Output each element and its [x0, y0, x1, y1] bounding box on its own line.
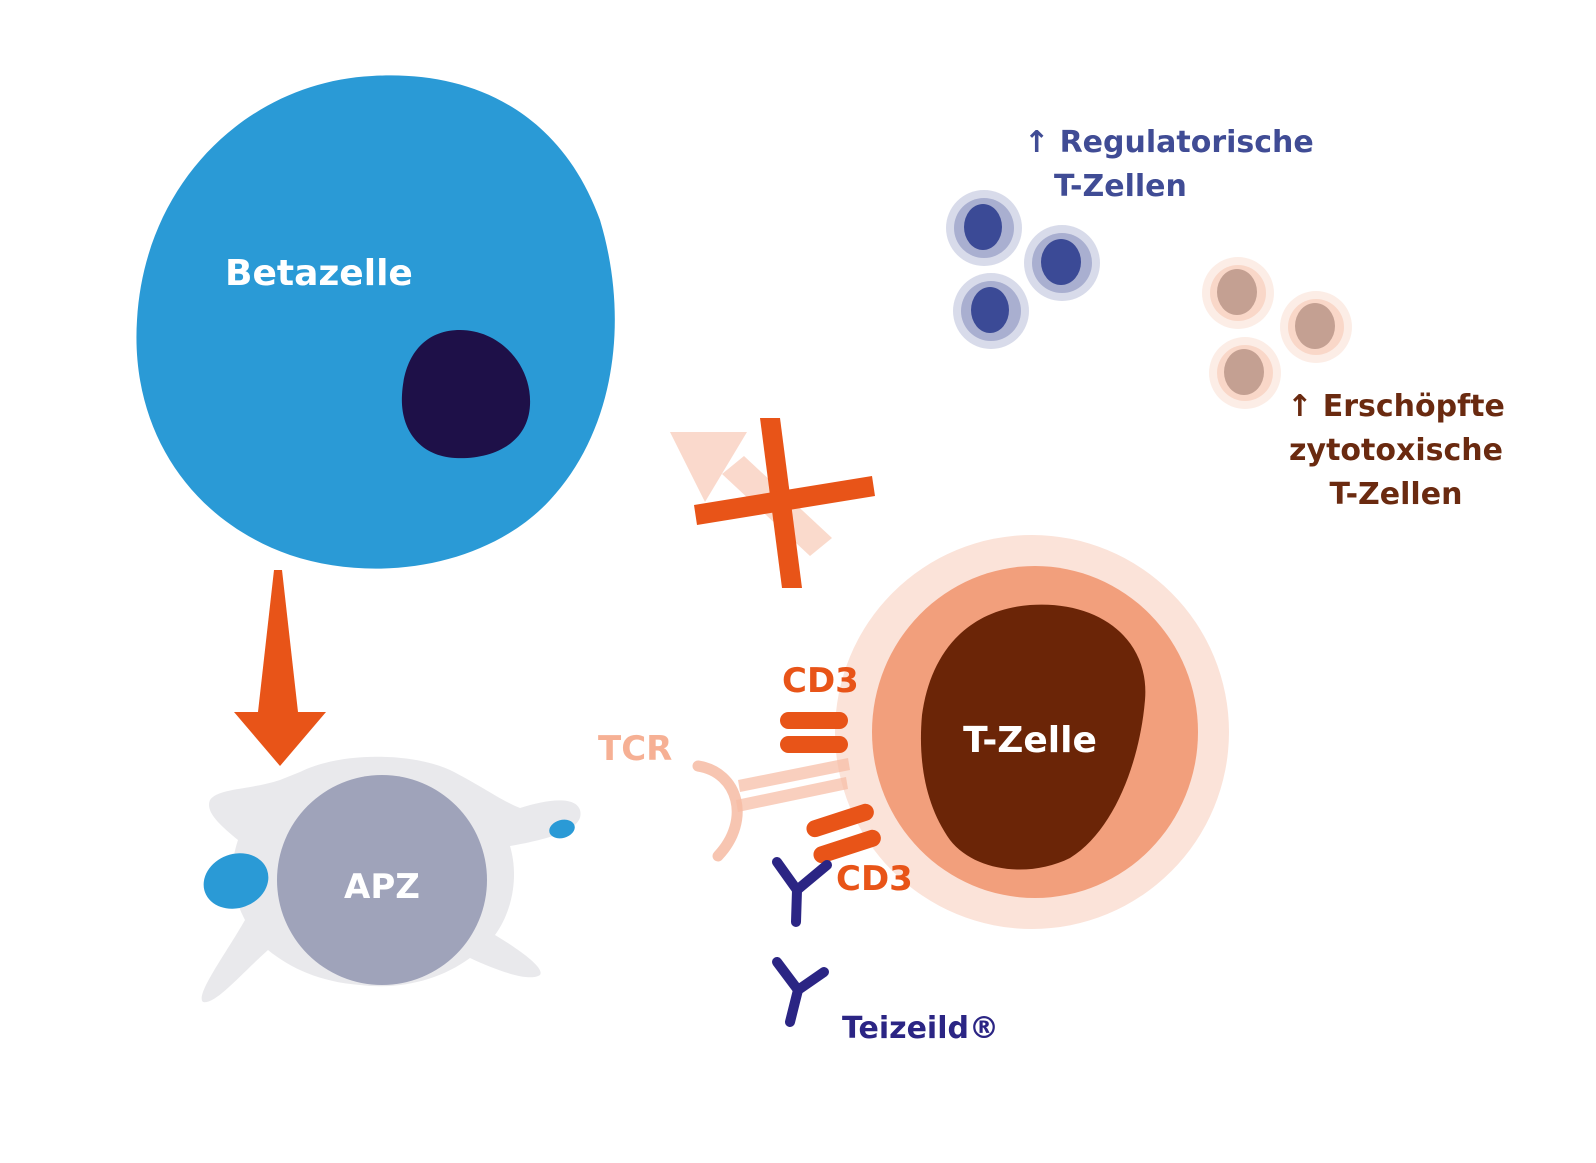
antibody-icon — [772, 957, 829, 1027]
down-arrow-icon — [234, 570, 326, 766]
cd3-bottom: CD3 — [806, 803, 913, 899]
t-cell-nucleus — [920, 604, 1146, 870]
exhausted-label-line1: ↑ Erschöpfte — [1287, 389, 1505, 424]
exhausted-label-line2: zytotoxische — [1289, 433, 1503, 468]
beta-cell-body — [136, 75, 615, 569]
drug-label: Teizeild® — [842, 1011, 999, 1046]
cd3-top-label: CD3 — [782, 661, 859, 701]
cd3-top: CD3 — [780, 661, 859, 753]
tcr-receptor: TCR — [598, 729, 850, 862]
apc-cell: APZ — [201, 756, 581, 1003]
beta-cell-label: Betazelle — [225, 253, 413, 294]
apc-body — [277, 775, 487, 985]
beta-cell: Betazelle — [136, 75, 615, 569]
apc-antigen-right — [549, 819, 575, 839]
apc-label: APZ — [344, 867, 420, 907]
exhausted-cell — [1209, 337, 1281, 409]
regulatory-label-line1: ↑ Regulatorische — [1024, 125, 1314, 160]
regulatory-cell — [1024, 225, 1100, 301]
regulatory-cell — [946, 190, 1022, 266]
tcr-label: TCR — [598, 729, 672, 769]
apc-antigen-left — [203, 853, 269, 909]
regulatory-cell — [953, 273, 1029, 349]
beta-cell-nucleus — [401, 330, 531, 459]
exhausted-cell — [1280, 291, 1352, 363]
antibody-icon — [772, 857, 832, 927]
exhausted-label-line3: T-Zellen — [1330, 477, 1463, 512]
regulatory-label-line2: T-Zellen — [1054, 169, 1187, 204]
block-cross-icon — [694, 418, 875, 588]
cd3-bottom-label: CD3 — [836, 859, 913, 899]
regulatory-t-cells: ↑ Regulatorische T-Zellen — [946, 125, 1314, 349]
exhausted-t-cells: ↑ Erschöpfte zytotoxische T-Zellen — [1202, 257, 1505, 512]
t-cell-label: T-Zelle — [963, 720, 1097, 761]
blocked-arrow — [670, 418, 875, 588]
t-cell: T-Zelle — [835, 535, 1229, 929]
exhausted-cell — [1202, 257, 1274, 329]
